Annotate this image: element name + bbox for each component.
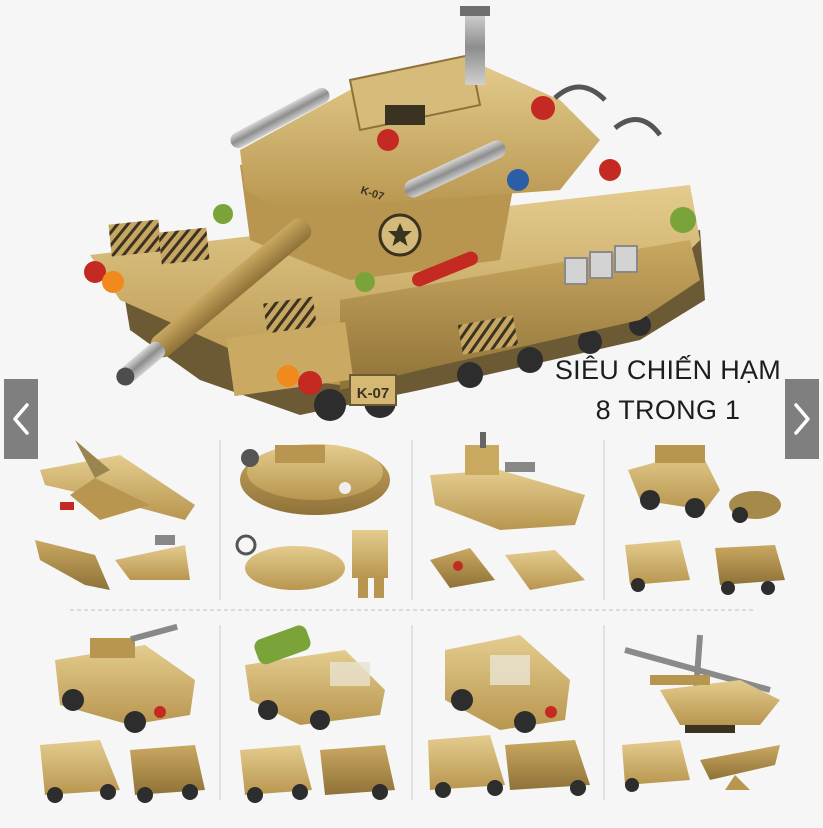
- caption-title: SIÊU CHIẾN HẠM: [554, 355, 782, 385]
- grid-dividers: [70, 440, 755, 800]
- variant-armored-car: [625, 445, 785, 595]
- caption-subtitle: 8 TRONG 1: [595, 395, 741, 425]
- variant-battleship: [430, 432, 585, 590]
- chevron-right-icon: [794, 403, 810, 435]
- variant-helicopter: [622, 634, 780, 792]
- next-image-button[interactable]: [785, 379, 819, 459]
- hull-plate-label: K-07: [357, 385, 390, 402]
- variant-turret-truck: [40, 623, 205, 803]
- variant-missile-truck: [240, 625, 395, 803]
- previous-image-button[interactable]: [4, 379, 38, 459]
- star-emblem: [378, 213, 422, 257]
- main-tank: K-07 K-07: [84, 6, 705, 421]
- variant-jet: [35, 440, 195, 590]
- variant-jeep: [428, 635, 590, 798]
- variant-hovercraft: [235, 444, 390, 598]
- product-caption: SIÊU CHIẾN HẠM 8 TRONG 1: [533, 350, 803, 430]
- chevron-left-icon: [13, 403, 29, 435]
